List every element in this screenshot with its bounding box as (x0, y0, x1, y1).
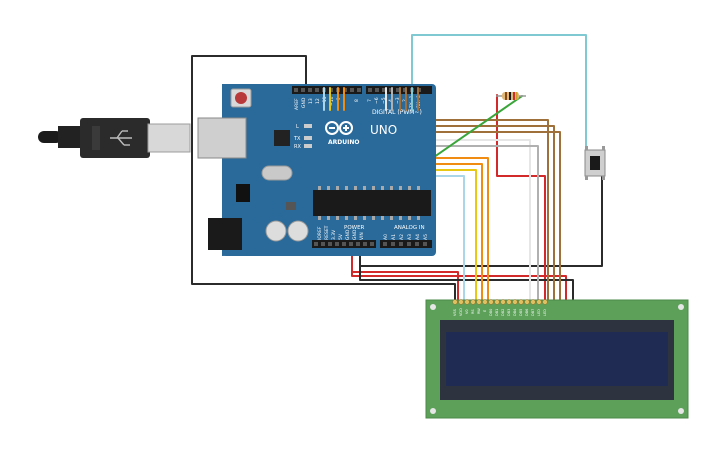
lcd-pin-vdd: VDD (459, 308, 463, 316)
usb-jack (197, 117, 247, 159)
push-button[interactable] (584, 146, 606, 180)
pin-a1-label: A1 (391, 234, 397, 240)
pin-12-label: 12 (315, 98, 321, 104)
analog-label: ANALOG IN (394, 225, 425, 231)
usb-icon (110, 130, 132, 146)
lcd-pin-db0: DB0 (489, 309, 493, 316)
wire-cyan (411, 34, 587, 151)
pin-5-label: ~5 (381, 97, 387, 104)
led-l-label: L (296, 124, 299, 130)
lcd-pin-vss: VSS (453, 308, 457, 316)
digital-label: DIGITAL (PWM~) (372, 109, 422, 116)
pin-aref-label: AREF (294, 98, 300, 110)
lcd-pin-db6: DB6 (525, 309, 529, 316)
lcd-pin-rs: RS (471, 309, 475, 314)
power-label: POWER (344, 225, 365, 231)
pin-vin-label: VIN (359, 232, 365, 240)
pin-ioref-label: IOREF (317, 226, 323, 240)
digital-header-left (292, 86, 362, 94)
wire-5v (351, 247, 459, 301)
pin-8-label: 8 (354, 99, 360, 102)
power-jack (208, 218, 242, 250)
model-label: UNO (370, 123, 397, 137)
wire-5v-led (351, 271, 567, 301)
lcd-module: VSS VDD V0 RS RW E DB0 DB1 DB2 DB3 DB4 D… (425, 299, 689, 419)
arduino-board: L TX RX AREF GND 13 12 ~11 ~10 ~9 8 7 ~6… (197, 84, 436, 256)
atmega-chip (313, 190, 431, 216)
lcd-pin-v0: V0 (465, 309, 469, 314)
usb-cable (38, 118, 191, 158)
arduino-logo-icon (325, 121, 353, 135)
pin-gnd1-label: GND (345, 229, 351, 240)
lcd-pin-rw: RW (477, 308, 481, 314)
pin-5v-label: 5V (338, 233, 344, 240)
pin-7-label: 7 (367, 99, 373, 102)
resistor[interactable] (496, 92, 526, 100)
pin-a5-label: A5 (423, 234, 429, 240)
pin-3-label: ~3 (395, 97, 401, 104)
led-tx-label: TX (293, 136, 301, 142)
lcd-pin-db2: DB2 (501, 309, 505, 316)
pin-reset-label: RESET (324, 225, 330, 240)
lcd-pin-led-a: LED (537, 309, 541, 316)
pin-gnd-label: GND (301, 97, 307, 108)
lcd-pin-led-k: LED (543, 309, 547, 316)
pin-a2-label: A2 (399, 234, 405, 240)
pin-a4-label: A4 (415, 234, 421, 240)
lcd-screen (446, 332, 668, 386)
analog-header (380, 240, 432, 248)
lcd-pin-db4: DB4 (513, 308, 517, 316)
pin-gnd2-label: GND (352, 229, 358, 240)
lcd-pin-db5: DB5 (519, 309, 523, 316)
lcd-pin-e: E (483, 310, 487, 312)
lcd-pin-db1: DB1 (495, 309, 499, 316)
lcd-pin-db7: DB7 (531, 309, 535, 316)
wire-resistor-red (496, 94, 546, 301)
brand-label: ARDUINO (328, 139, 359, 146)
pin-a3-label: A3 (407, 234, 413, 240)
led-rx-label: RX (294, 144, 301, 150)
wire-gnd-led (359, 265, 574, 301)
pin-13-label: 13 (308, 98, 314, 104)
pin-a0-label: A0 (383, 234, 389, 240)
lcd-pin-db3: DB3 (507, 309, 511, 316)
pin-10-label: ~10 (329, 96, 335, 106)
wire-gnd-top (191, 55, 456, 301)
pin-3v3-label: 3.3V (331, 229, 337, 240)
pin-6-label: ~6 (374, 97, 380, 104)
